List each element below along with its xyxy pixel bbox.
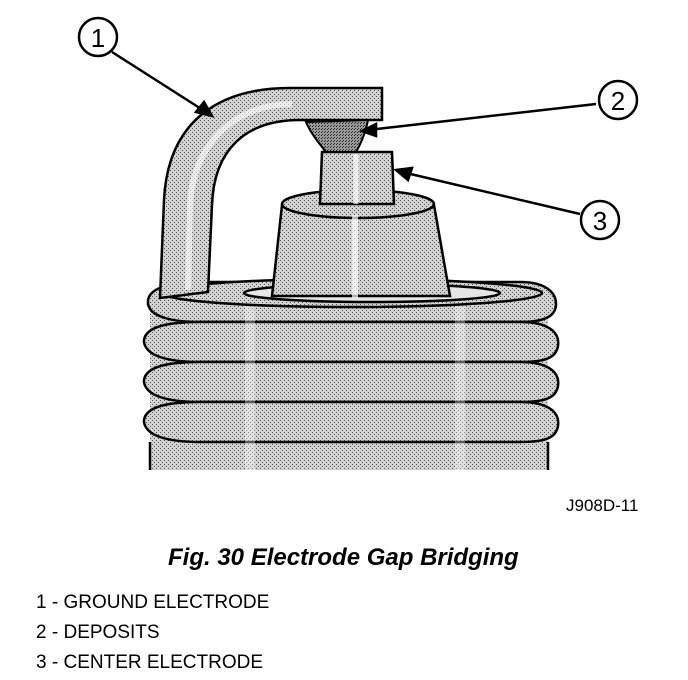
leader-lines bbox=[111, 50, 597, 216]
legend-number: 1 bbox=[36, 592, 47, 613]
spark-plug-diagram: 1 2 3 bbox=[77, 16, 639, 470]
legend-separator: - bbox=[46, 652, 64, 673]
callout-3: 3 bbox=[579, 199, 621, 241]
legend-separator: - bbox=[46, 622, 64, 643]
legend-item: 2 - DEPOSITS bbox=[36, 618, 269, 648]
callout-2: 2 bbox=[597, 79, 639, 121]
figure-caption: Fig. 30 Electrode Gap Bridging bbox=[168, 544, 519, 571]
legend-label: CENTER ELECTRODE bbox=[63, 652, 263, 673]
ground-electrode bbox=[158, 86, 384, 300]
legend-separator: - bbox=[46, 592, 64, 613]
svg-text:1: 1 bbox=[91, 23, 105, 53]
legend-label: GROUND ELECTRODE bbox=[63, 592, 270, 613]
deposits bbox=[304, 118, 370, 153]
svg-text:3: 3 bbox=[593, 206, 607, 236]
legend-item: 3 - CENTER ELECTRODE bbox=[36, 648, 269, 678]
legend-label: DEPOSITS bbox=[63, 622, 160, 643]
center-electrode bbox=[318, 150, 396, 206]
legend-number: 2 bbox=[36, 622, 47, 643]
legend: 1 - GROUND ELECTRODE 2 - DEPOSITS 3 - CE… bbox=[36, 588, 269, 678]
threaded-shell bbox=[142, 277, 560, 470]
figure-code: J908D-11 bbox=[566, 496, 639, 515]
callout-1: 1 bbox=[77, 16, 119, 58]
legend-item: 1 - GROUND ELECTRODE bbox=[36, 588, 269, 618]
svg-text:2: 2 bbox=[611, 86, 625, 116]
insulator bbox=[270, 188, 452, 298]
legend-number: 3 bbox=[36, 652, 47, 673]
